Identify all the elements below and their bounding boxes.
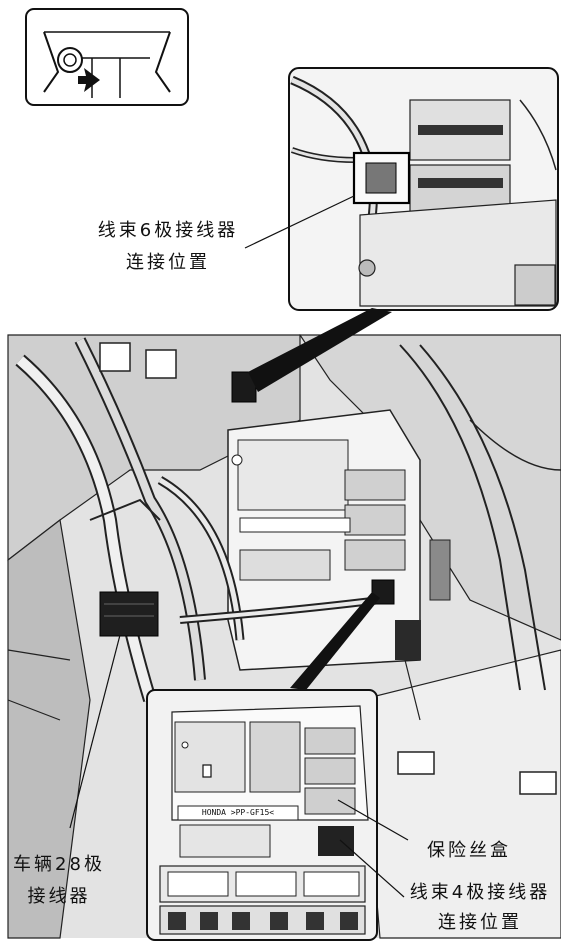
leader-fuse-box: [337, 799, 409, 841]
leader-4pin: [339, 839, 405, 898]
inset-fuse-box: [146, 689, 378, 941]
inset-6pin-connector: [288, 67, 559, 311]
label-harness-6pin: 线束6极接线器 连接位置: [88, 218, 248, 276]
leader-28pin: [69, 634, 121, 829]
label-vehicle-28pin: 车辆28极 接线器: [4, 852, 114, 910]
label-fuse-box: 保险丝盒: [427, 840, 511, 861]
label-harness-4pin: 线束4极接线器 连接位置: [400, 880, 560, 936]
label-harness-4pin-line1: 线束4极接线器: [409, 882, 551, 903]
label-harness-4pin-line2: 连接位置: [438, 912, 522, 933]
label-harness-6pin-line1: 线束6极接线器: [97, 220, 239, 241]
vehicle-location-icon: [25, 8, 189, 106]
fuse-box-brand-text: HONDA >PP-GF15<: [201, 808, 275, 817]
leader-6pin: [244, 195, 355, 249]
label-harness-6pin-line2: 连接位置: [126, 252, 210, 273]
pointer-wedge-6pin: [248, 308, 392, 392]
pointer-wedge-4pin: [290, 592, 380, 690]
label-vehicle-28pin-line1: 车辆28极: [13, 854, 105, 875]
label-vehicle-28pin-line2: 接线器: [27, 886, 91, 907]
